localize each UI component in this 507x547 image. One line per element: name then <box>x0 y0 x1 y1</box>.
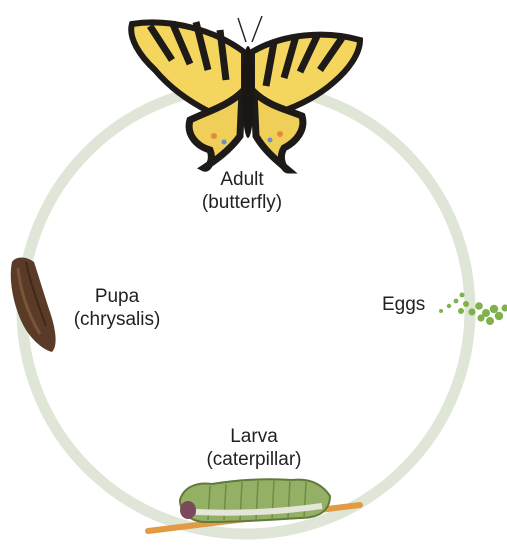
stage-label-eggs: Eggs <box>382 293 434 316</box>
stage-pupa-line2: (chrysalis) <box>52 308 182 331</box>
butterfly-icon <box>131 16 360 170</box>
stage-eggs-line1: Eggs <box>382 293 434 316</box>
stage-adult-line1: Adult <box>180 168 304 191</box>
stage-pupa-line1: Pupa <box>52 285 182 308</box>
stage-larva-line2: (caterpillar) <box>182 448 326 471</box>
stage-label-pupa: Pupa (chrysalis) <box>52 285 182 331</box>
chrysalis-icon <box>11 258 56 353</box>
stage-adult-line2: (butterfly) <box>180 191 304 214</box>
stage-label-adult: Adult (butterfly) <box>180 168 304 214</box>
stage-larva-line1: Larva <box>182 425 326 448</box>
stage-label-larva: Larva (caterpillar) <box>182 425 326 471</box>
